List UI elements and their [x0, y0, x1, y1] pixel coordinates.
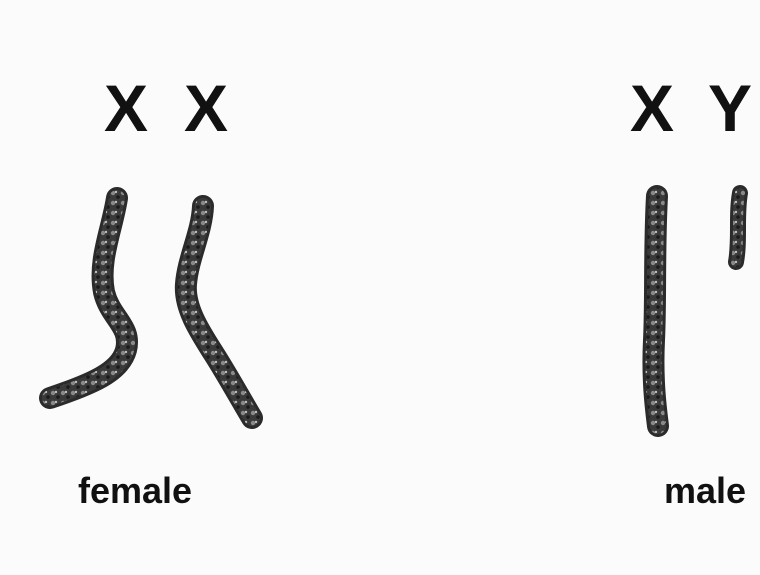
female-x-chromosome-1 — [50, 198, 127, 398]
male-x-chromosome — [653, 196, 658, 426]
female-x-chromosome-2 — [186, 206, 252, 418]
male-y-chromosome — [736, 193, 740, 262]
